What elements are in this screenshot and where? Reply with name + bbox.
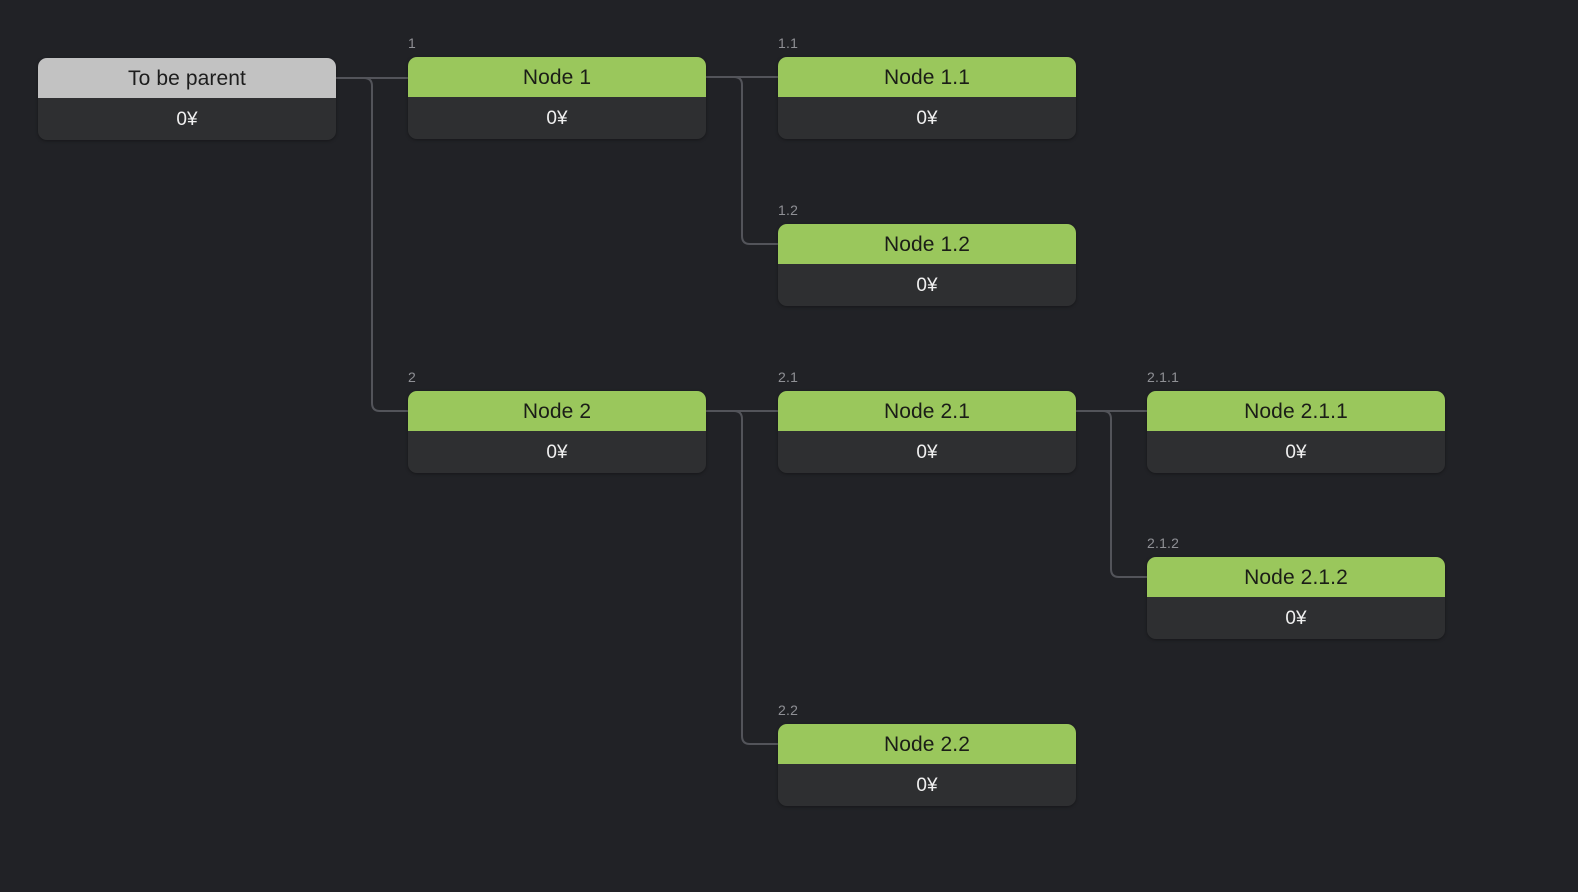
tree-connector	[336, 77, 408, 412]
node-title[interactable]: Node 2.1.1	[1147, 391, 1445, 431]
node-title[interactable]: Node 2.1.2	[1147, 557, 1445, 597]
node-value[interactable]: 0¥	[778, 431, 1076, 473]
node-index-label: 2.1.1	[1147, 369, 1180, 385]
node-index-label: 1	[408, 35, 416, 51]
node-value[interactable]: 0¥	[38, 98, 336, 140]
node-title[interactable]: Node 1	[408, 57, 706, 97]
node-value[interactable]: 0¥	[778, 264, 1076, 306]
node-title[interactable]: To be parent	[38, 58, 336, 98]
node-index-label: 2.1.2	[1147, 535, 1180, 551]
tree-connector	[706, 76, 778, 245]
node-title[interactable]: Node 2	[408, 391, 706, 431]
node-title[interactable]: Node 1.2	[778, 224, 1076, 264]
node-title[interactable]: Node 2.2	[778, 724, 1076, 764]
node-index-label: 1.2	[778, 202, 799, 218]
node-value[interactable]: 0¥	[408, 431, 706, 473]
tree-connector	[1076, 410, 1147, 578]
node-index-label: 2.1	[778, 369, 799, 385]
node-title[interactable]: Node 2.1	[778, 391, 1076, 431]
node-index-label: 1.1	[778, 35, 799, 51]
node-value[interactable]: 0¥	[778, 97, 1076, 139]
node-value[interactable]: 0¥	[408, 97, 706, 139]
node-value[interactable]: 0¥	[778, 764, 1076, 806]
node-value[interactable]: 0¥	[1147, 597, 1445, 639]
tree-connector	[706, 410, 778, 745]
node-value[interactable]: 0¥	[1147, 431, 1445, 473]
node-title[interactable]: Node 1.1	[778, 57, 1076, 97]
node-index-label: 2.2	[778, 702, 799, 718]
node-index-label: 2	[408, 369, 416, 385]
